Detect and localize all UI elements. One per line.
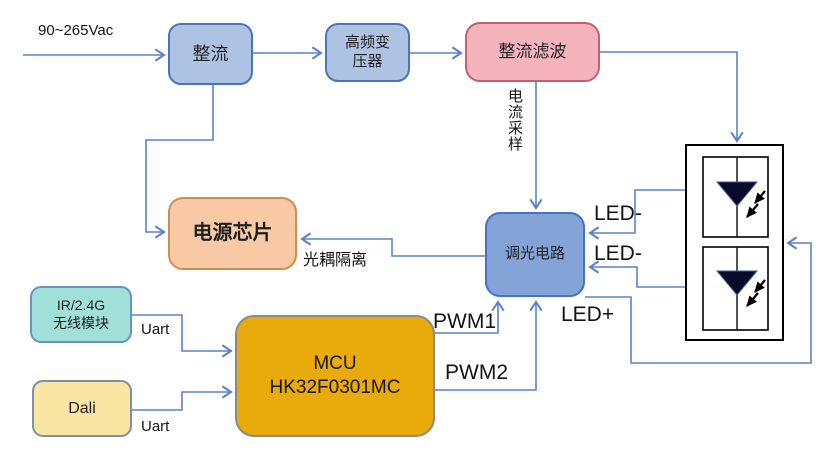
block-mcu: MCU HK32F0301MC <box>235 315 435 437</box>
block-dimming-circuit-label: 调光电路 <box>504 245 565 263</box>
led-symbol-bottom-icon <box>715 247 766 330</box>
wire-led-plus <box>585 236 812 364</box>
block-ir-wireless-module-label-line2: 无线模块 <box>53 314 109 331</box>
block-dimming-circuit: 调光电路 <box>485 212 585 297</box>
block-mcu-label-line1: MCU <box>313 353 357 375</box>
wire-filter-to-led-box <box>600 51 744 143</box>
wire-led-minus-top <box>588 189 686 240</box>
block-rectifier-label: 整流 <box>192 43 229 64</box>
ac-input-label: 90~265Vac <box>38 22 114 39</box>
block-dali: Dali <box>32 380 132 437</box>
block-mcu-label-line2: HK32F0301MC <box>269 377 401 398</box>
wire-uart-ir <box>132 314 233 358</box>
wire-dimming-to-power-chip <box>300 232 485 257</box>
led-plus-label: LED+ <box>561 303 615 326</box>
block-hf-transformer-label-line2: 压器 <box>352 52 383 70</box>
block-rectifier-filter-label: 整流滤波 <box>498 42 567 62</box>
uart-dali-label: Uart <box>141 418 170 435</box>
opto-isolation-label: 光耦隔离 <box>303 252 368 269</box>
wire-uart-dali <box>132 385 233 411</box>
wire-rectifier-to-power-chip <box>145 85 214 239</box>
led-symbol-top-icon <box>715 157 766 237</box>
pwm1-label: PWM1 <box>433 310 496 333</box>
led-minus-top-label: LED- <box>594 202 642 225</box>
block-power-chip: 电源芯片 <box>168 197 297 270</box>
block-rectifier: 整流 <box>168 23 253 85</box>
led-load-box <box>685 144 784 341</box>
block-hf-transformer: 高频变 压器 <box>325 23 410 82</box>
block-rectifier-filter: 整流滤波 <box>465 22 600 82</box>
current-sampling-label: 电流采样 <box>506 88 523 152</box>
uart-ir-label: Uart <box>141 321 170 338</box>
block-ir-wireless-module-label-line1: IR/2.4G <box>56 297 106 313</box>
block-power-chip-label: 电源芯片 <box>192 222 273 244</box>
block-dali-label: Dali <box>68 399 96 417</box>
block-hf-transformer-label-line1: 高频变 <box>344 33 390 51</box>
wire-pwm2 <box>435 300 543 391</box>
led-minus-bottom-label: LED- <box>594 242 642 265</box>
wire-led-minus-bottom <box>588 260 686 288</box>
wire-pwm1 <box>435 300 505 334</box>
pwm2-label: PWM2 <box>445 361 508 384</box>
block-ir-wireless-module: IR/2.4G 无线模块 <box>30 286 132 343</box>
